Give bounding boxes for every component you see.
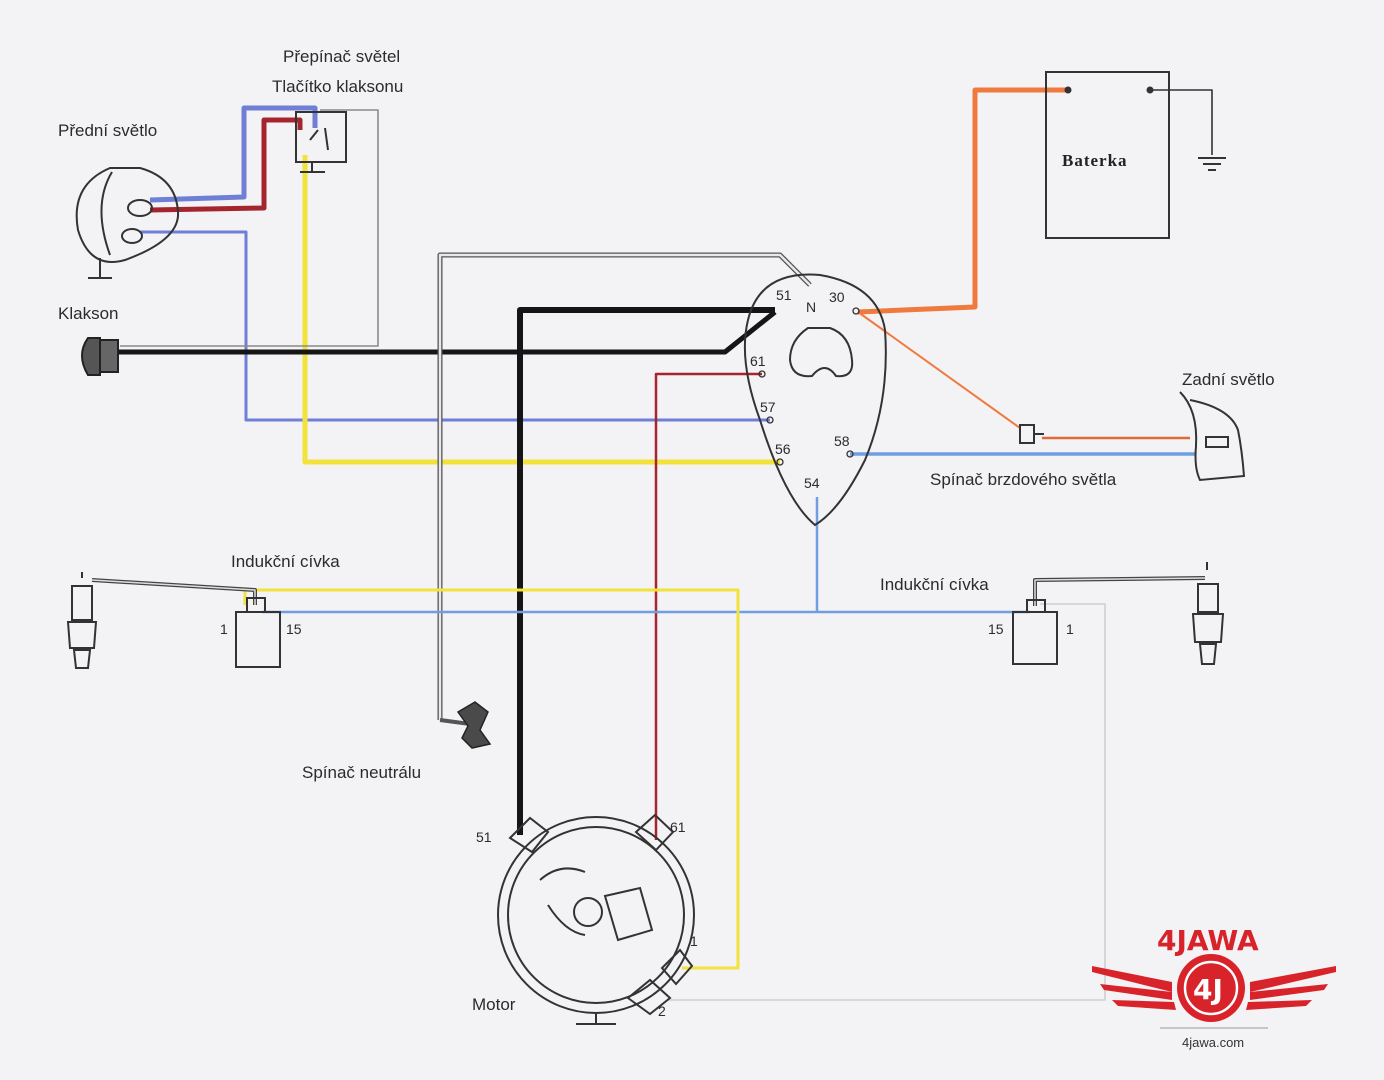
motor-pin-1: 1 xyxy=(690,933,698,949)
coil-right-part xyxy=(1012,599,1058,665)
coil-left-part xyxy=(235,597,281,668)
coil-left-label: Indukční cívka xyxy=(231,552,340,571)
wire-red-headlight-switch xyxy=(149,117,303,213)
coil-right-pin-15: 15 xyxy=(988,621,1004,637)
motor-label: Motor xyxy=(472,995,516,1014)
horn-label: Klakson xyxy=(58,304,118,323)
wire-black-motor-51 xyxy=(517,307,775,835)
wire-plug-left xyxy=(91,578,257,605)
wire-red-61 xyxy=(654,372,762,840)
terminal-57: 57 xyxy=(760,399,776,415)
battery-label: Baterka xyxy=(1062,151,1128,170)
brand-name: 4JAWA xyxy=(1157,924,1259,957)
spark-plug-right xyxy=(1191,562,1225,665)
coil-left-pin-15: 15 xyxy=(286,621,302,637)
wire-orange-brake xyxy=(857,311,1021,429)
wire-blue-57 xyxy=(140,230,770,422)
emblem-text: 4J xyxy=(1193,973,1223,1006)
wire-yellow-56 xyxy=(302,155,780,465)
terminal-56: 56 xyxy=(775,441,791,457)
neutral-switch-part xyxy=(456,701,492,749)
spark-plug-left xyxy=(66,572,98,669)
wire-blue-headlight-switch xyxy=(149,105,318,203)
motor-pin-61: 61 xyxy=(670,819,686,835)
headlight-switch-label: Přepínač světel xyxy=(283,47,400,66)
front-light-label: Přední světlo xyxy=(58,121,157,140)
horn-button-label: Tlačítko klaksonu xyxy=(272,77,403,96)
emblem-circle xyxy=(1177,954,1245,1022)
wire-orange-battery xyxy=(857,87,1068,315)
terminal-30: 30 xyxy=(829,289,845,305)
coil-right-label: Indukční cívka xyxy=(880,575,989,594)
terminal-n: N xyxy=(806,299,816,315)
wire-yellow-coil-motor xyxy=(243,588,740,970)
coil-right-pin-1: 1 xyxy=(1066,621,1074,637)
rear-light-part xyxy=(1179,391,1246,482)
terminal-54: 54 xyxy=(804,475,820,491)
wire-plug-right xyxy=(1033,576,1206,606)
brake-switch-part xyxy=(1019,424,1044,444)
rear-light-label: Zadní světlo xyxy=(1182,370,1275,389)
wire-grey-neutral xyxy=(437,252,812,720)
motor-pin-51: 51 xyxy=(476,829,492,845)
wire-battery-ground xyxy=(1150,89,1213,155)
coil-left-pin-1: 1 xyxy=(220,621,228,637)
terminal-58: 58 xyxy=(834,433,850,449)
wire-grey-switch-horn xyxy=(120,109,379,347)
wings-icon xyxy=(1092,966,1336,1010)
ignition-switch-part xyxy=(743,273,887,527)
brand-url: 4jawa.com xyxy=(1182,1035,1244,1050)
terminal-51: 51 xyxy=(776,287,792,303)
light-switch-part xyxy=(295,111,347,173)
motor-pin-2: 2 xyxy=(658,1003,666,1019)
wire-grey-coil-motor xyxy=(668,603,1106,1001)
brand-logo: 4JAWA 4J 4jawa.com xyxy=(1092,924,1336,1050)
motor-part xyxy=(497,813,695,1025)
wires xyxy=(91,87,1213,1001)
front-light-part xyxy=(75,167,180,279)
terminal-61: 61 xyxy=(750,353,766,369)
horn-part xyxy=(81,337,119,376)
brake-switch-label: Spínač brzdového světla xyxy=(930,470,1117,489)
wire-black-horn xyxy=(115,310,777,355)
battery-part xyxy=(1045,71,1226,239)
neutral-switch-label: Spínač neutrálu xyxy=(302,763,421,782)
